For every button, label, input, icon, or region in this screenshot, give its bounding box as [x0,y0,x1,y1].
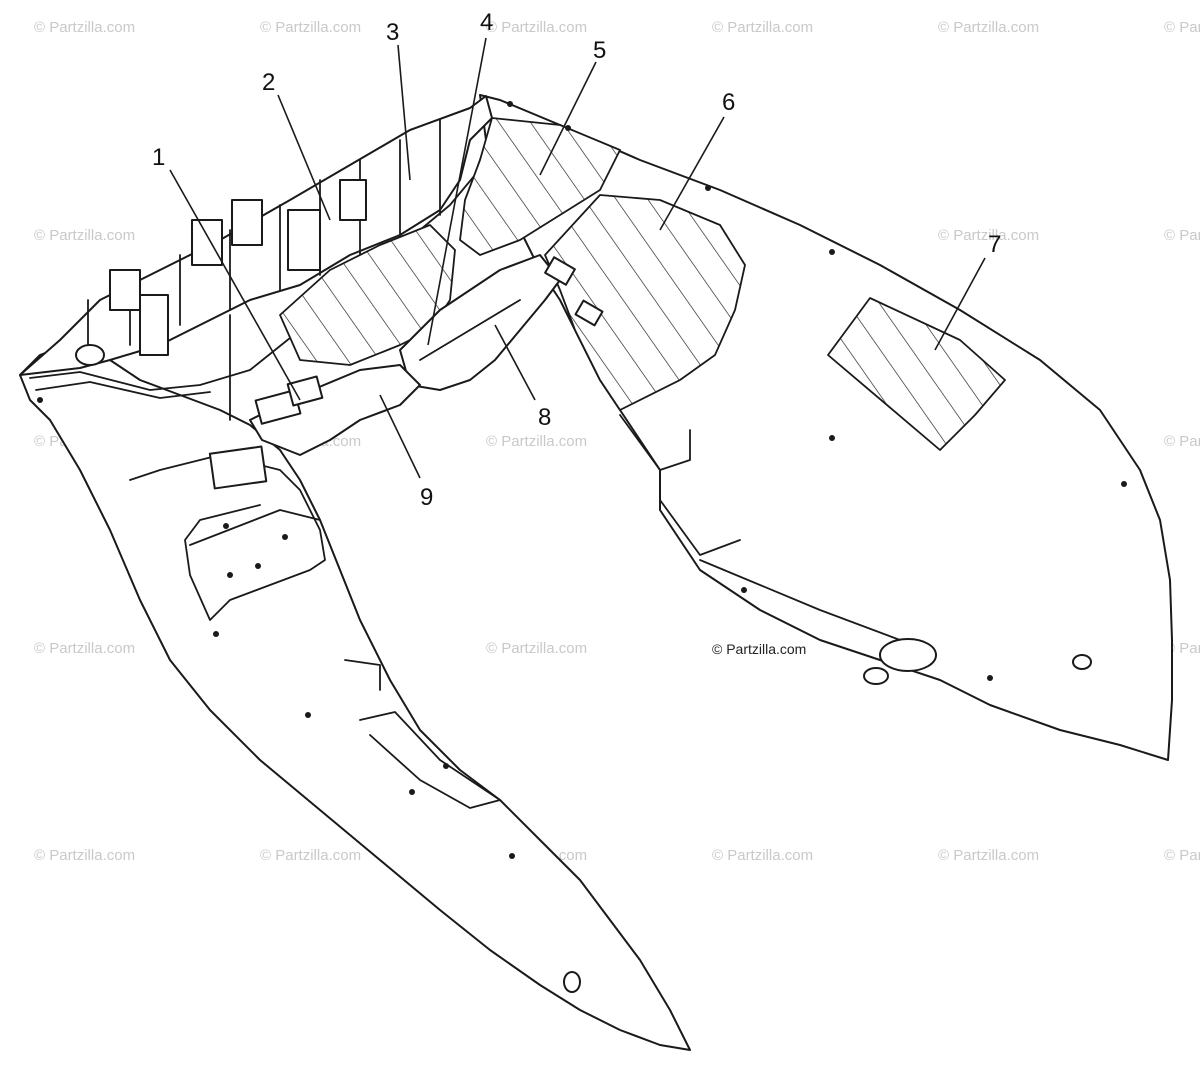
leader-line-1 [169,169,301,401]
fastener-dot [282,534,288,540]
pad-6 [544,194,746,411]
pad-7 [827,297,1006,451]
fastener-dot [741,587,747,593]
fastener-dot [409,789,415,795]
watermark-text: © Partzilla.com [486,19,587,36]
watermark-text: © Partzilla.com [1164,847,1200,864]
fastener-dot [255,563,261,569]
heel-guard-8 [399,254,561,391]
mount-tab [139,294,169,356]
pad-5 [459,117,621,256]
fastener-dot [509,853,515,859]
drain-plug [879,638,937,672]
leader-line-6 [659,116,725,231]
leader-line-4 [427,37,487,346]
mount-tab [339,179,367,221]
leader-line-5 [539,61,597,176]
mount-boss [75,344,105,366]
fastener-dots [37,101,1127,859]
callout-8: 8 [538,404,551,431]
fastener-dot [829,249,835,255]
watermark-text: © Partzilla.com [712,19,813,36]
watermark-text: © Partzilla.com [712,847,813,864]
bracket [286,375,324,407]
mount-tab [191,219,223,266]
mount-hole [1072,654,1092,670]
footrest-block [208,445,268,490]
leader-line-8 [494,324,536,401]
mount-tab [287,209,321,271]
fastener-dot [565,125,571,131]
watermark-text: © Partzilla.com [938,19,1039,36]
callout-7: 7 [988,231,1001,258]
watermark-text: © Partzilla.com [260,19,361,36]
fastener-dot [705,185,711,191]
watermark-center: © Partzilla.com [712,641,806,657]
fastener-dot [37,397,43,403]
watermark-text: © Partzilla.com [1164,227,1200,244]
leader-lines [169,37,986,479]
callout-9: 9 [420,484,433,511]
leader-line-2 [277,94,331,221]
fastener-dot [305,712,311,718]
watermark-text: © Partzilla.com [1164,433,1200,450]
fastener-dot [443,763,449,769]
fastener-dot [223,523,229,529]
fastener-dot [507,101,513,107]
mount-tab [231,199,263,246]
watermark-text: © Partzilla.com [34,227,135,244]
fastener-dot [1121,481,1127,487]
left-body-wing [19,334,691,1051]
callout-1: 1 [152,144,165,171]
callout-5: 5 [593,37,606,64]
pad-tunnel [279,224,456,366]
callout-labels: 1 2 3 4 5 6 7 8 9 [152,9,1001,511]
watermark-text: © Partzilla.com [486,433,587,450]
heel-guard-9 [249,364,421,456]
watermark-text: © Partzilla.com [938,227,1039,244]
watermark-text: © Partzilla.com [486,640,587,657]
watermark-text: © Partzilla.com [34,847,135,864]
callout-4: 4 [480,9,493,36]
mount-hole [863,667,889,685]
fastener-dot [987,675,993,681]
leader-line-9 [379,394,421,479]
bracket [574,299,604,327]
mount-hole [563,971,581,993]
watermark-text: © Partzilla.com [34,640,135,657]
watermark-text: © Partzilla.com [938,847,1039,864]
watermark-text: © Partzilla.com [260,847,361,864]
leader-line-3 [397,44,411,181]
fastener-dot [213,631,219,637]
fastener-dot [227,572,233,578]
heel-guard [249,254,604,456]
mount-tab [109,269,141,311]
watermark-text: © Partzilla.com [1164,19,1200,36]
leader-line-7 [934,257,986,351]
callout-2: 2 [262,69,275,96]
callout-3: 3 [386,19,399,46]
bracket [544,256,576,286]
callout-6: 6 [722,89,735,116]
fastener-dot [829,435,835,441]
hatched-pads [279,117,1006,451]
watermark-text: © Partzilla.com [34,19,135,36]
